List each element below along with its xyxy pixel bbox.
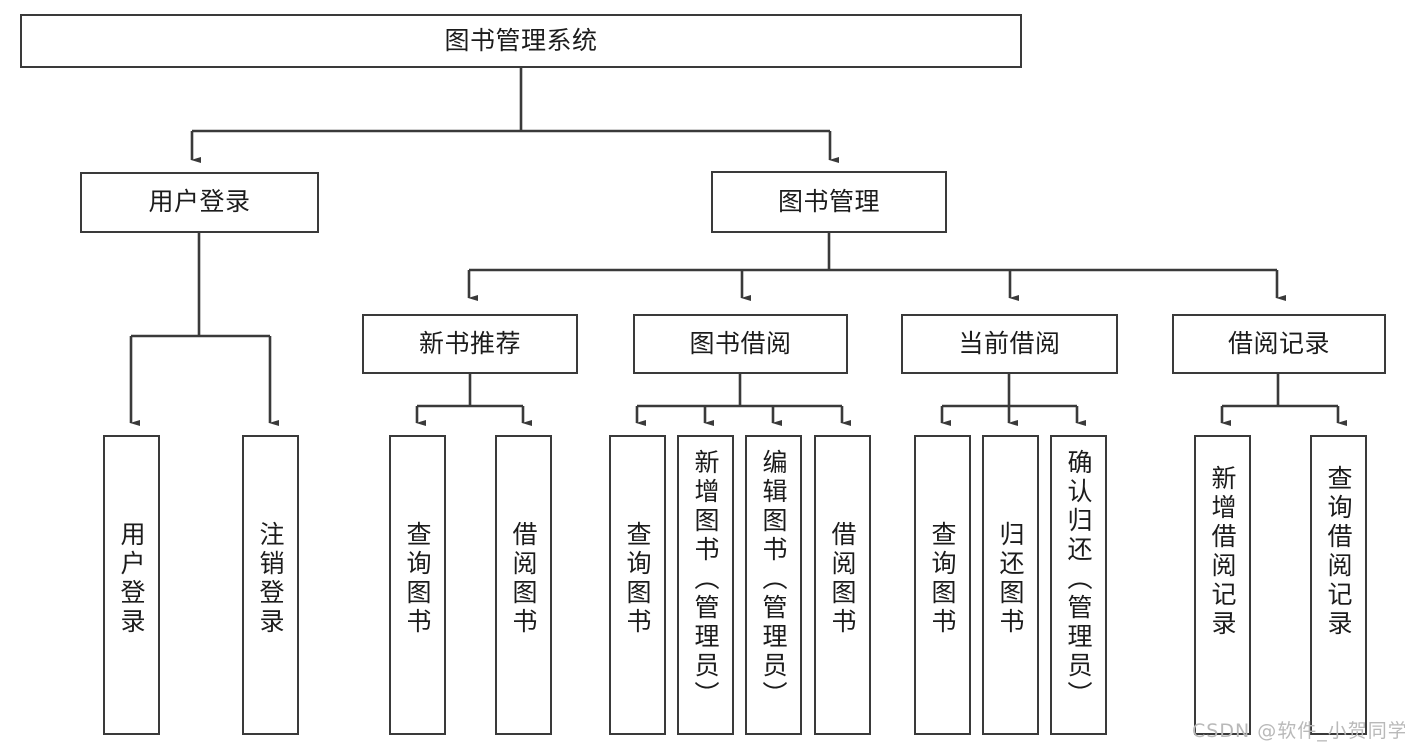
leaf-current-borrow-query-book[interactable]: 查询图书 [914, 435, 971, 735]
node-label: 查询图书 [623, 521, 652, 637]
node-label: 借阅记录 [1227, 328, 1330, 358]
node-label: 查询图书 [403, 521, 432, 637]
leaf-borrow-record-add-record[interactable]: 新增借阅记录 [1194, 435, 1251, 735]
leaf-current-borrow-return-book[interactable]: 归还图书 [982, 435, 1039, 735]
node-book-borrow[interactable]: 图书借阅 [633, 314, 848, 374]
node-label: 图书管理系统 [444, 25, 598, 55]
node-label: 图书管理 [777, 186, 880, 216]
node-label: 归还图书 [996, 521, 1025, 637]
node-user-login[interactable]: 用户登录 [80, 172, 319, 233]
leaf-book-borrow-add-book-admin[interactable]: 新增图书（管理员） [677, 435, 734, 735]
node-book-management[interactable]: 图书管理 [711, 171, 947, 233]
leaf-user-login-logout[interactable]: 注销登录 [242, 435, 299, 735]
node-label: 借阅图书 [509, 521, 538, 637]
leaf-book-borrow-edit-book-admin[interactable]: 编辑图书（管理员） [745, 435, 802, 735]
node-label: 新书推荐 [418, 328, 521, 358]
leaf-current-borrow-confirm-return-admin[interactable]: 确认归还（管理员） [1050, 435, 1107, 735]
leaf-book-borrow-borrow-book[interactable]: 借阅图书 [814, 435, 871, 735]
node-label: 新增图书（管理员） [691, 449, 720, 710]
leaf-book-borrow-query-book[interactable]: 查询图书 [609, 435, 666, 735]
node-label: 确认归还（管理员） [1064, 449, 1093, 710]
node-current-borrow[interactable]: 当前借阅 [901, 314, 1118, 374]
leaf-borrow-record-query-record[interactable]: 查询借阅记录 [1310, 435, 1367, 735]
node-label: 图书借阅 [689, 328, 792, 358]
node-label: 当前借阅 [958, 328, 1061, 358]
leaf-new-book-query-book[interactable]: 查询图书 [389, 435, 446, 735]
node-label: 用户登录 [117, 521, 146, 637]
node-label: 借阅图书 [828, 521, 857, 637]
node-new-book-recommend[interactable]: 新书推荐 [362, 314, 578, 374]
node-label: 查询图书 [928, 521, 957, 637]
node-label: 注销登录 [256, 521, 285, 637]
node-label: 编辑图书（管理员） [759, 449, 788, 710]
csdn-watermark: CSDN @软件_小贺同学 [1192, 720, 1405, 742]
leaf-user-login-login[interactable]: 用户登录 [103, 435, 160, 735]
node-borrow-record[interactable]: 借阅记录 [1172, 314, 1386, 374]
node-root-system[interactable]: 图书管理系统 [20, 14, 1022, 68]
node-label: 查询借阅记录 [1324, 465, 1353, 639]
node-label: 用户登录 [148, 187, 251, 217]
node-label: 新增借阅记录 [1208, 465, 1237, 639]
leaf-new-book-borrow-book[interactable]: 借阅图书 [495, 435, 552, 735]
